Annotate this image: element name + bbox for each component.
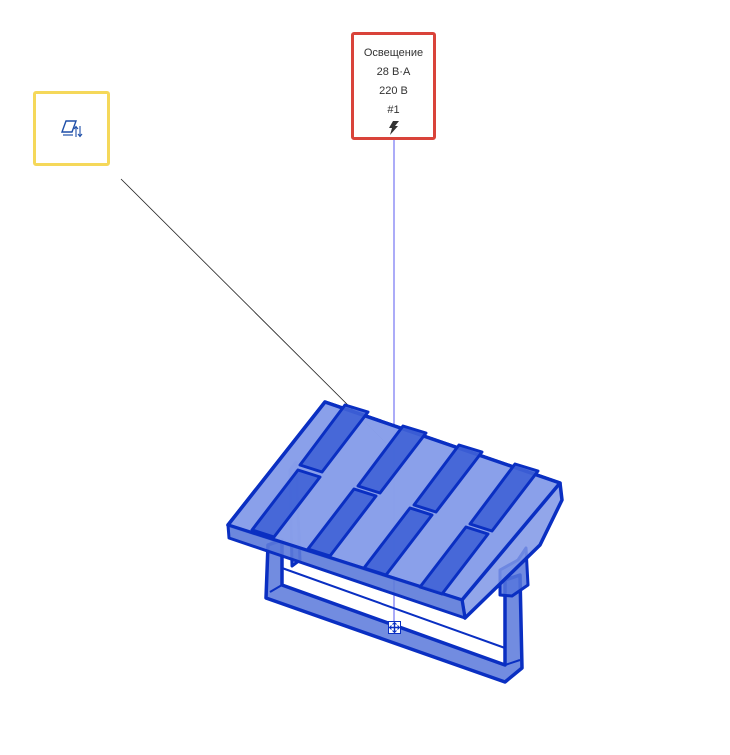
- cooling-fins: [250, 403, 540, 596]
- tag-power: 28 В·А: [376, 66, 411, 78]
- luminaire-model[interactable]: [226, 400, 564, 684]
- lightning-icon: [388, 121, 399, 135]
- tag-number: #1: [387, 104, 400, 116]
- rotate-tag-leader: [120, 178, 387, 444]
- tag-voltage: 220 В: [379, 85, 408, 97]
- move-handle-icon[interactable]: [388, 621, 401, 634]
- rotate-tag[interactable]: [33, 91, 110, 166]
- lighting-tag[interactable]: Освещение 28 В·А 220 В #1: [351, 32, 436, 140]
- rotate-mirror-icon: [61, 120, 83, 138]
- tag-category: Освещение: [363, 47, 424, 59]
- bracket-inner-edge: [269, 567, 521, 666]
